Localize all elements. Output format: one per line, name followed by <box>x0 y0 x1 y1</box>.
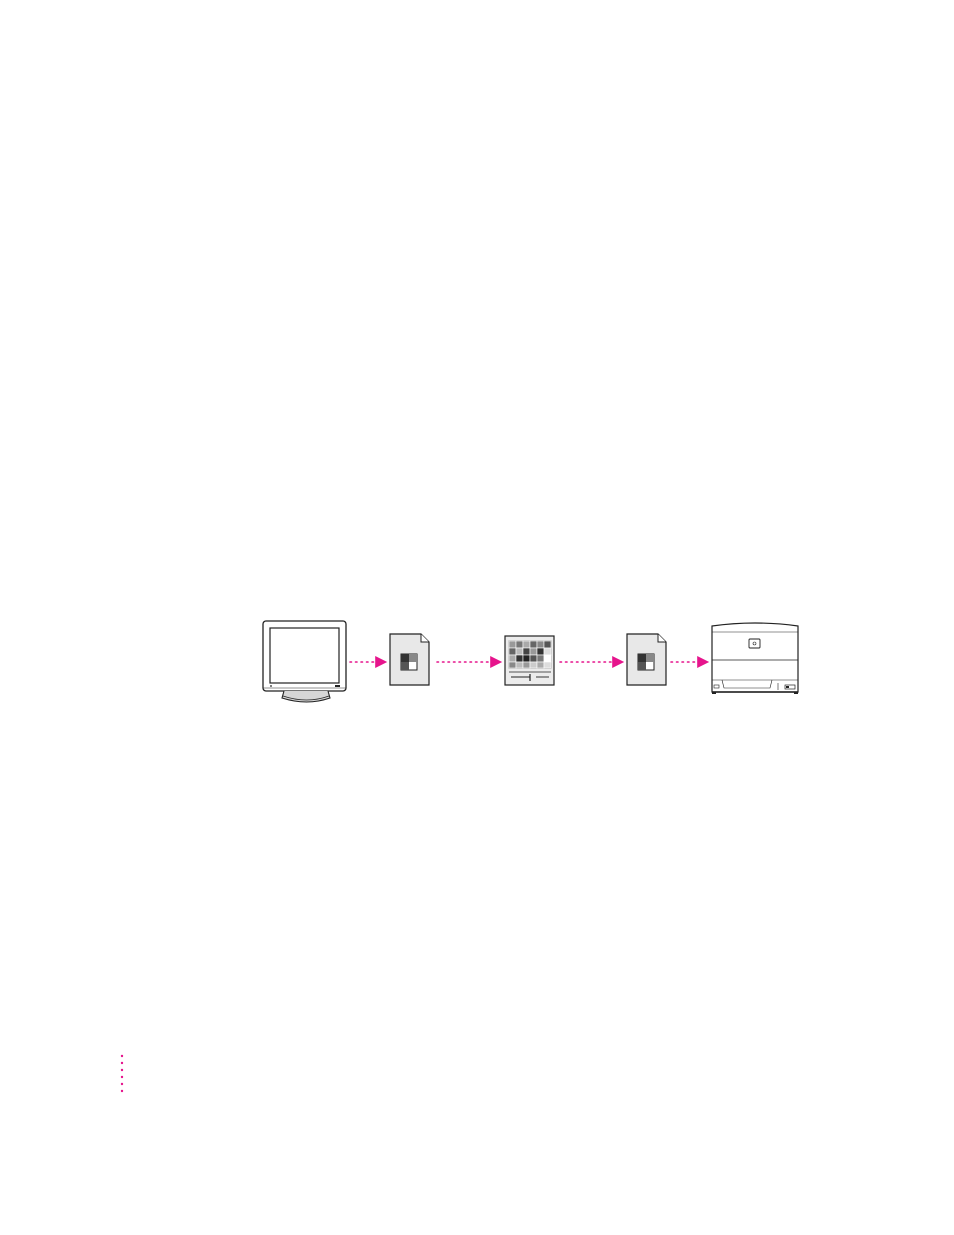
dotted-margin-marker <box>119 1054 125 1094</box>
monitor-icon <box>263 621 346 702</box>
color-utility-icon <box>505 636 554 685</box>
document-source-icon <box>390 634 429 685</box>
printer-icon <box>712 623 798 694</box>
document-output-icon <box>627 634 666 685</box>
